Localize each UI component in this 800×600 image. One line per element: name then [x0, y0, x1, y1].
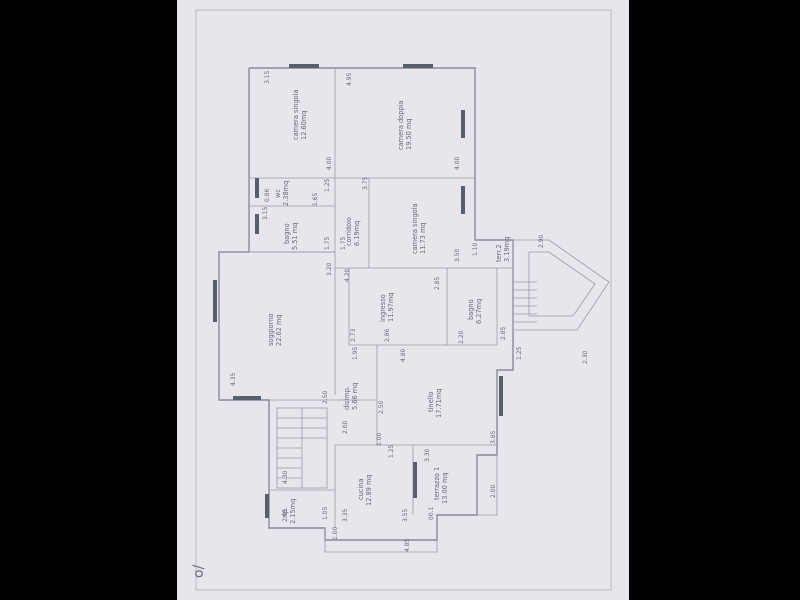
dim-label: 3.35 — [342, 508, 349, 522]
dim-label: 2.30 — [582, 350, 589, 364]
dim-label: 4.85 — [404, 538, 411, 552]
room-camera-singola-1-name: camera singola — [292, 89, 300, 140]
dim-label: 00.1 — [428, 506, 435, 520]
dim-label: 1.00 — [376, 432, 383, 446]
room-rip-area: 2.15mq — [289, 499, 297, 524]
room-tinello-name: tinello — [427, 392, 435, 412]
dim-label: 1.95 — [352, 346, 359, 360]
windows — [213, 64, 503, 518]
dim-label: 2.73 — [350, 328, 357, 342]
dim-label: 2.85 — [434, 276, 441, 290]
dim-label: 1.00 — [332, 526, 339, 540]
room-bagno-1-area: 5.51 mq — [291, 223, 299, 250]
sheet-border — [195, 9, 612, 591]
room-disimp-area: 5.66 mq — [351, 383, 359, 410]
dim-label: 2.50 — [378, 400, 385, 414]
staircase-terrace — [512, 239, 610, 331]
dim-label: 2.50 — [322, 390, 329, 404]
dim-label: 3.55 — [402, 508, 409, 522]
terrazzo-outline — [477, 455, 498, 516]
floor-plan: camera singola 12.60mq camera doppia 19.… — [191, 9, 612, 591]
room-disimp-name: disimp. — [343, 386, 351, 410]
dim-label: 3.85 — [490, 430, 497, 444]
dimension-labels: 3.15 4.95 4.00 4.00 3.75 1.25 0.86 1.65 … — [230, 70, 589, 552]
dim-label: 1.25 — [388, 444, 395, 458]
room-camera-singola-2-name: camera singola — [411, 203, 419, 254]
dim-label: 2.90 — [538, 234, 545, 248]
dim-label: 1.25 — [324, 178, 331, 192]
dim-label: 4.80 — [400, 348, 407, 362]
room-soggiorno-area: 22.62 mq — [275, 314, 283, 346]
dim-label: 4.30 — [282, 470, 289, 484]
dim-label: 1.25 — [516, 346, 523, 360]
dim-label: 2.05 — [282, 508, 289, 522]
room-terrazzo-1-area: 13.00 mq — [441, 472, 449, 504]
dim-label: 2.20 — [458, 330, 465, 344]
dim-label: 3.30 — [424, 448, 431, 462]
dim-label: 1.05 — [322, 506, 329, 520]
dim-label: 2.00 — [490, 484, 497, 498]
dim-label: 2.86 — [384, 328, 391, 342]
room-camera-singola-2-area: 11.73 mq — [419, 222, 427, 254]
room-wc-name: wc — [274, 189, 282, 198]
room-ingresso-name: ingresso — [379, 294, 387, 322]
room-bagno-2-name: bagno — [467, 299, 475, 320]
room-rip-name: rip. — [281, 507, 289, 518]
room-cucina-area: 12.89 mq — [365, 474, 373, 506]
dim-label: 4.20 — [344, 268, 351, 282]
dim-label: 1.10 — [472, 242, 479, 256]
dim-label: 2.00 — [342, 420, 349, 434]
scanned-floor-plan-sheet: camera singola 12.60mq camera doppia 19.… — [177, 0, 629, 600]
dim-label: 0.86 — [264, 188, 271, 202]
room-ingresso-area: 11.97mq — [387, 293, 395, 323]
dim-label: 3.15 — [264, 70, 271, 84]
dim-label: 3.20 — [326, 262, 333, 276]
dim-label: 4.95 — [346, 72, 353, 86]
dim-label: 4.00 — [326, 156, 333, 170]
dim-label: 1.75 — [324, 236, 331, 250]
room-bagno-1-name: bagno — [283, 223, 291, 244]
room-bagno-2-area: 6.27mq — [475, 299, 483, 324]
dim-label: 3.15 — [262, 206, 269, 220]
dim-label: 4.35 — [230, 372, 237, 386]
room-camera-doppia-area: 19.50 mq — [405, 118, 413, 150]
room-terrazzo-1-name: terrazzo 1 — [433, 467, 441, 500]
room-cucina-name: cucina — [357, 479, 365, 500]
staircase-left — [276, 407, 328, 489]
room-corridoio-area: 6.19mq — [353, 221, 361, 246]
room-wc-area: 2.38mq — [282, 181, 290, 206]
room-tinello-area: 17.71mq — [435, 389, 443, 419]
room-labels: camera singola 12.60mq camera doppia 19.… — [267, 89, 511, 524]
dim-label: 1.75 — [340, 236, 347, 250]
room-camera-doppia-name: camera doppia — [397, 101, 405, 150]
room-soggiorno-name: soggiorno — [267, 313, 275, 346]
dim-label: 1.65 — [312, 192, 319, 206]
room-corridoio-name: corridoio — [345, 217, 353, 246]
room-terr-2-name: terr.2 — [495, 244, 503, 262]
dim-label: 3.50 — [454, 248, 461, 262]
dim-label: 2.85 — [500, 326, 507, 340]
dim-label: 4.00 — [454, 156, 461, 170]
handwritten-note: o/ — [191, 564, 207, 578]
lower-terrace-outline — [324, 528, 438, 553]
room-camera-singola-1-area: 12.60mq — [300, 111, 308, 141]
interior-walls — [219, 68, 513, 528]
room-terr-2-area: 3.19mq — [503, 237, 511, 262]
dim-label: 3.75 — [362, 176, 369, 190]
